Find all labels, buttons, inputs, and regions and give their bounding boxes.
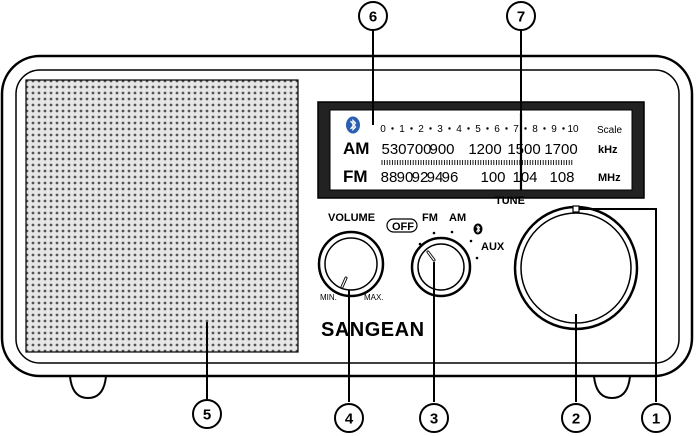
callout-circle: [192, 399, 222, 429]
fm-frequency: 88: [381, 169, 398, 186]
selector-am-label: AM: [449, 212, 466, 224]
am-frequency: 1200: [468, 141, 501, 158]
fm-unit-label: MHz: [598, 172, 621, 184]
selector-fm-label: FM: [422, 212, 438, 224]
am-band-label: AM: [343, 139, 369, 158]
volume-max-label: MAX.: [364, 293, 384, 302]
left-foot: [69, 375, 107, 400]
volume-label: VOLUME: [328, 212, 375, 224]
off-label: OFF: [392, 221, 414, 233]
callout-number: 5: [203, 407, 211, 424]
selector-dots: [418, 230, 479, 260]
selector-aux-label: AUX: [481, 241, 505, 253]
scale-dot: [524, 127, 527, 130]
scale-number: 7: [513, 124, 519, 135]
scale-dot: [391, 127, 394, 130]
scale-number: 6: [494, 124, 500, 135]
scale-dot: [429, 127, 432, 130]
callouts: 1 2 3 4 5 6 7: [192, 1, 671, 433]
fm-band-label: FM: [343, 167, 368, 186]
callout-number: 2: [572, 411, 580, 428]
tuning-knob-inner: [520, 212, 632, 324]
am-frequency: 1700: [544, 141, 577, 158]
callout-circle: [358, 1, 388, 31]
tuning-knob-marker: [572, 205, 580, 213]
scale-dot: [505, 127, 508, 130]
scale-number: 8: [532, 124, 538, 135]
bluetooth-icon: [473, 223, 483, 235]
tune-label: TUNE: [495, 195, 525, 207]
callout-circle: [641, 403, 671, 433]
callout-circle: [419, 403, 449, 433]
scale-number: 3: [437, 124, 443, 135]
bluetooth-icon: [346, 116, 360, 134]
leader-1: [579, 208, 657, 402]
scale-row: 0 1 2 3 4 5 6 7 8 9 10: [380, 124, 579, 135]
off-badge: [386, 218, 418, 233]
am-frequency: 530: [381, 141, 406, 158]
scale-number: 0: [380, 124, 386, 135]
function-selector-knob-inner: [417, 243, 465, 291]
right-foot: [593, 375, 631, 400]
am-unit-label: kHz: [598, 144, 618, 156]
callout-number: 1: [652, 411, 660, 428]
volume-min-label: MIN.: [320, 293, 337, 302]
callout-number: 7: [517, 9, 525, 26]
fm-frequency: 94: [427, 169, 444, 186]
scale-number: 9: [551, 124, 557, 135]
display-window: [329, 109, 633, 191]
am-frequency: 900: [429, 141, 454, 158]
scale-number: 2: [418, 124, 424, 135]
callout-leader-lines: [206, 30, 657, 402]
scale-number: 4: [456, 124, 462, 135]
scale-dot: [410, 127, 413, 130]
am-frequency: 1500: [507, 141, 540, 158]
scale-dot: [486, 127, 489, 130]
callout-number: 3: [430, 411, 438, 428]
fm-frequency: 100: [480, 169, 505, 186]
callout-number: 6: [369, 9, 377, 26]
callout-circle: [334, 403, 364, 433]
brand-logo: SANGEAN: [321, 319, 425, 341]
fm-frequency: 90: [397, 169, 414, 186]
scale-label: Scale: [597, 125, 622, 136]
scale-dot: [467, 127, 470, 130]
fm-frequency: 92: [412, 169, 429, 186]
fm-frequency: 96: [442, 169, 459, 186]
callout-circle: [561, 403, 591, 433]
scale-dot: [562, 127, 565, 130]
speaker-grille: [25, 79, 299, 353]
fm-frequency: 104: [512, 169, 537, 186]
scale-dot: [543, 127, 546, 130]
scale-number: 5: [475, 124, 481, 135]
volume-knob-inner: [324, 237, 378, 291]
scale-dot: [448, 127, 451, 130]
am-frequency: 700: [406, 141, 431, 158]
dial-tick-strip: [381, 160, 573, 165]
fm-frequency: 108: [549, 169, 574, 186]
callout-number: 4: [345, 411, 354, 428]
callout-circle: [506, 1, 536, 31]
scale-number: 1: [399, 124, 405, 135]
scale-number: 10: [567, 124, 579, 135]
